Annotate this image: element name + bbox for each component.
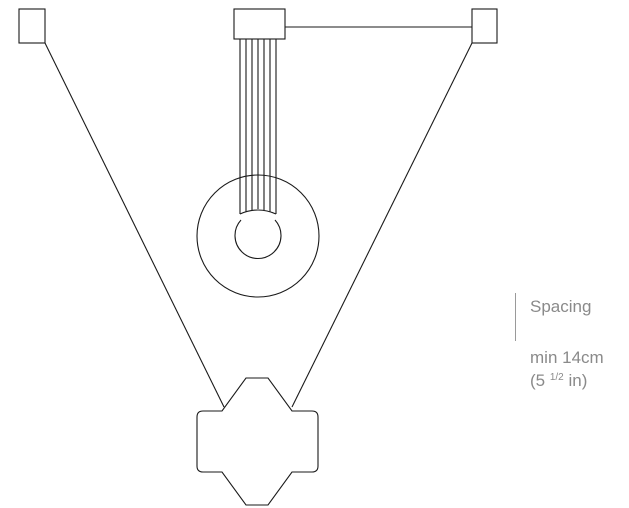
spacing-divider [515,293,516,341]
spacing-min-metric-text: min 14cm [530,348,604,367]
inner-ring [234,219,282,259]
center-box [233,8,286,40]
spacing-title: Spacing [530,297,591,317]
left-sightline [44,42,225,408]
spacing-min-metric: min 14cm [530,348,604,368]
imperial-fraction: 1/2 [549,372,564,383]
cable-bundle [239,39,277,215]
front-unit [196,377,319,506]
outer-ring [196,174,320,298]
imperial-prefix: (5 [530,371,550,390]
right-sightline [291,42,473,408]
spacing-title-text: Spacing [530,297,592,316]
left-speaker-box [18,8,46,44]
imperial-suffix: in) [563,371,588,390]
right-speaker-box [471,8,498,44]
spacing-min-imperial: (5 1/2 in) [530,368,587,391]
